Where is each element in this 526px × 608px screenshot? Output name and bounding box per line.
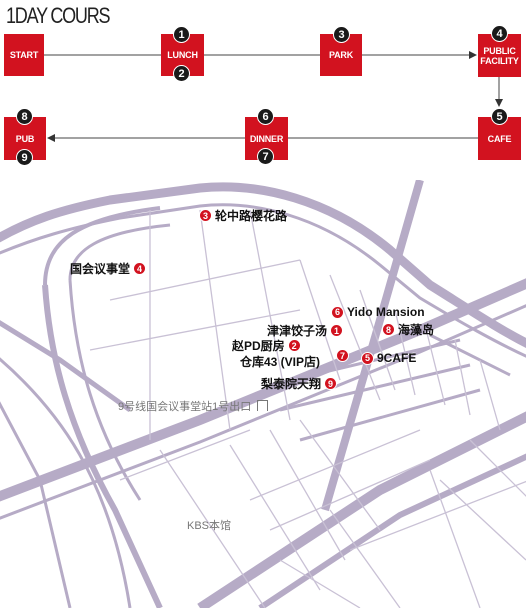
kbs-label: KBS本馆	[187, 520, 232, 532]
place-7: 仓库43 (VIP店) 7	[240, 349, 352, 370]
place-pin-7: 7	[336, 349, 350, 362]
place-pin-4: 4	[133, 262, 147, 275]
place-label-5: 9CAFE	[377, 351, 417, 365]
badge-6: 6	[257, 108, 274, 125]
place-pin-3: 3	[199, 209, 212, 222]
place-3: 3 轮中路樱花路	[196, 207, 287, 224]
place-2: 赵PD厨房 2	[232, 337, 304, 354]
place-label-3: 轮中路樱花路	[215, 209, 288, 223]
station-label: 9号线国会议事堂站1号出口	[118, 398, 269, 414]
place-label-8: 海藻岛	[398, 323, 435, 337]
badge-4: 4	[491, 25, 508, 42]
map: 3 轮中路樱花路 国会议事堂 4 6 Yido Mansion 津津饺子汤 1 …	[0, 180, 526, 608]
step-start: START	[4, 34, 44, 76]
badge-1: 1	[173, 26, 190, 43]
badge-3: 3	[333, 26, 350, 43]
place-pin-9: 9	[324, 377, 338, 390]
place-6: 6 Yido Mansion	[328, 305, 425, 319]
place-pin-5: 5	[361, 351, 374, 365]
badge-9: 9	[16, 149, 33, 166]
badge-5: 5	[491, 108, 508, 125]
place-label-2: 赵PD厨房	[232, 339, 285, 353]
place-label-6: Yido Mansion	[347, 305, 425, 319]
place-8: 8 海藻岛	[379, 321, 434, 338]
flow-connectors	[44, 51, 503, 142]
map-roads	[0, 180, 526, 608]
exit-door-icon	[257, 400, 269, 411]
place-label-9: 梨泰院天翔	[261, 377, 322, 391]
place-label-4: 国会议事堂	[70, 262, 131, 276]
place-label-7: 仓库43 (VIP店)	[240, 355, 321, 369]
course-flow: START LUNCH PARK PUBLIC FACILITY CAFE DI…	[0, 0, 526, 175]
place-pin-2: 2	[287, 339, 301, 352]
badge-7: 7	[257, 148, 274, 165]
place-4: 国会议事堂 4	[70, 260, 149, 277]
place-pin-1: 1	[330, 324, 344, 337]
place-1: 津津饺子汤 1	[267, 322, 346, 339]
badge-8: 8	[16, 108, 33, 125]
page-title: 1DAY COURS	[6, 3, 111, 28]
place-label-1: 津津饺子汤	[267, 324, 328, 338]
place-5: 5 9CAFE	[358, 351, 416, 365]
place-pin-6: 6	[331, 305, 344, 319]
badge-2: 2	[173, 65, 190, 82]
place-9: 梨泰院天翔 9	[261, 375, 340, 392]
place-pin-8: 8	[382, 323, 395, 336]
